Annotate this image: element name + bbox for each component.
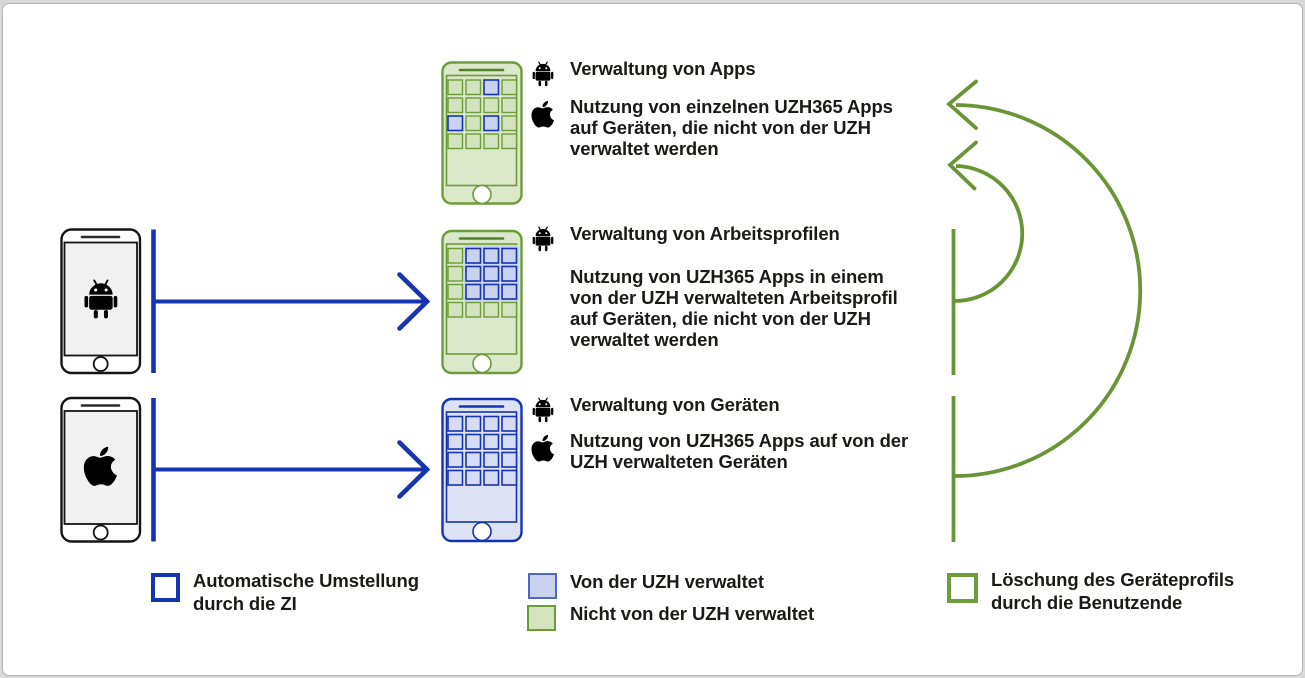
android-icon	[532, 397, 554, 423]
app-cell	[483, 115, 500, 132]
app-cell	[465, 283, 482, 300]
group-description: Nutzung von einzelnen UZH365 Apps auf Ge…	[570, 96, 893, 159]
deletion-arc-device-to-apps	[953, 103, 1143, 478]
app-cell	[483, 469, 500, 486]
app-cell	[465, 415, 482, 432]
app-cell	[483, 301, 500, 318]
arrowhead-left-icon	[946, 79, 978, 130]
app-cell	[465, 265, 482, 282]
app-cell	[501, 79, 518, 96]
arrowhead-left-icon	[947, 140, 978, 191]
legend-auto-switch-label: Automatische Umstellung durch die ZI	[193, 570, 419, 614]
app-cell	[501, 283, 518, 300]
app-cell	[465, 469, 482, 486]
legend-managed-swatch	[528, 573, 557, 599]
work-profile-phone	[441, 229, 523, 375]
legend-auto-switch-swatch	[151, 573, 180, 602]
source-android-phone	[60, 228, 142, 375]
group-title: Verwaltung von Geräten	[570, 394, 780, 415]
android-transition-arrow	[155, 272, 431, 331]
legend-unmanaged-label: Nicht von der UZH verwaltet	[570, 603, 815, 624]
diagram-canvas: Verwaltung von Apps Nutzung von einzelne…	[2, 3, 1303, 676]
app-cell	[447, 133, 464, 150]
app-cell	[465, 97, 482, 114]
app-cell	[483, 415, 500, 432]
app-cell	[483, 133, 500, 150]
apple-icon	[531, 434, 554, 462]
arrowhead-right-icon	[397, 440, 431, 499]
arrowhead-right-icon	[397, 272, 431, 331]
app-cell	[501, 469, 518, 486]
legend-managed-label: Von der UZH verwaltet	[570, 571, 764, 592]
app-cell	[447, 469, 464, 486]
app-cell	[483, 97, 500, 114]
app-cell	[447, 283, 464, 300]
apple-icon	[531, 100, 554, 128]
deletion-arc-workprofile-to-apps	[953, 164, 1025, 303]
app-cell	[465, 247, 482, 264]
app-cell	[501, 301, 518, 318]
app-cell	[447, 433, 464, 450]
device-managed-phone	[441, 397, 523, 543]
app-cell	[501, 433, 518, 450]
app-cell	[501, 115, 518, 132]
app-cell	[483, 79, 500, 96]
app-cell	[501, 415, 518, 432]
group-title: Verwaltung von Arbeitsprofilen	[570, 223, 840, 244]
app-cell	[501, 133, 518, 150]
app-cell	[447, 415, 464, 432]
app-cell	[465, 301, 482, 318]
group-description: Nutzung von UZH365 Apps auf von der UZH …	[570, 430, 909, 472]
app-cell	[465, 79, 482, 96]
app-cell	[501, 97, 518, 114]
app-cell	[501, 247, 518, 264]
app-cell	[447, 265, 464, 282]
app-cell	[447, 451, 464, 468]
app-cell	[465, 451, 482, 468]
app-cell	[465, 433, 482, 450]
legend-profile-deletion-label: Löschung des Geräteprofils durch die Ben…	[991, 569, 1235, 613]
source-apple-phone	[60, 396, 142, 543]
app-cell	[465, 115, 482, 132]
diagram-graphics	[60, 61, 1143, 543]
app-cell	[501, 451, 518, 468]
app-cell	[483, 433, 500, 450]
app-cell	[483, 451, 500, 468]
group-title: Verwaltung von Apps	[570, 58, 756, 79]
app-cell	[501, 265, 518, 282]
apple-transition-arrow	[155, 440, 431, 499]
app-cell	[447, 301, 464, 318]
app-cell	[483, 247, 500, 264]
app-cell	[483, 283, 500, 300]
legend-profile-deletion-swatch	[947, 573, 978, 603]
app-cell	[447, 247, 464, 264]
android-icon	[532, 61, 554, 87]
app-cell	[447, 79, 464, 96]
app-cell	[447, 97, 464, 114]
apps-managed-phone	[441, 61, 523, 205]
app-cell	[465, 133, 482, 150]
app-cell	[447, 115, 464, 132]
android-icon	[532, 226, 554, 252]
app-cell	[483, 265, 500, 282]
group-description: Nutzung von UZH365 Apps in einem von der…	[570, 266, 898, 350]
legend-unmanaged-swatch	[527, 605, 556, 631]
